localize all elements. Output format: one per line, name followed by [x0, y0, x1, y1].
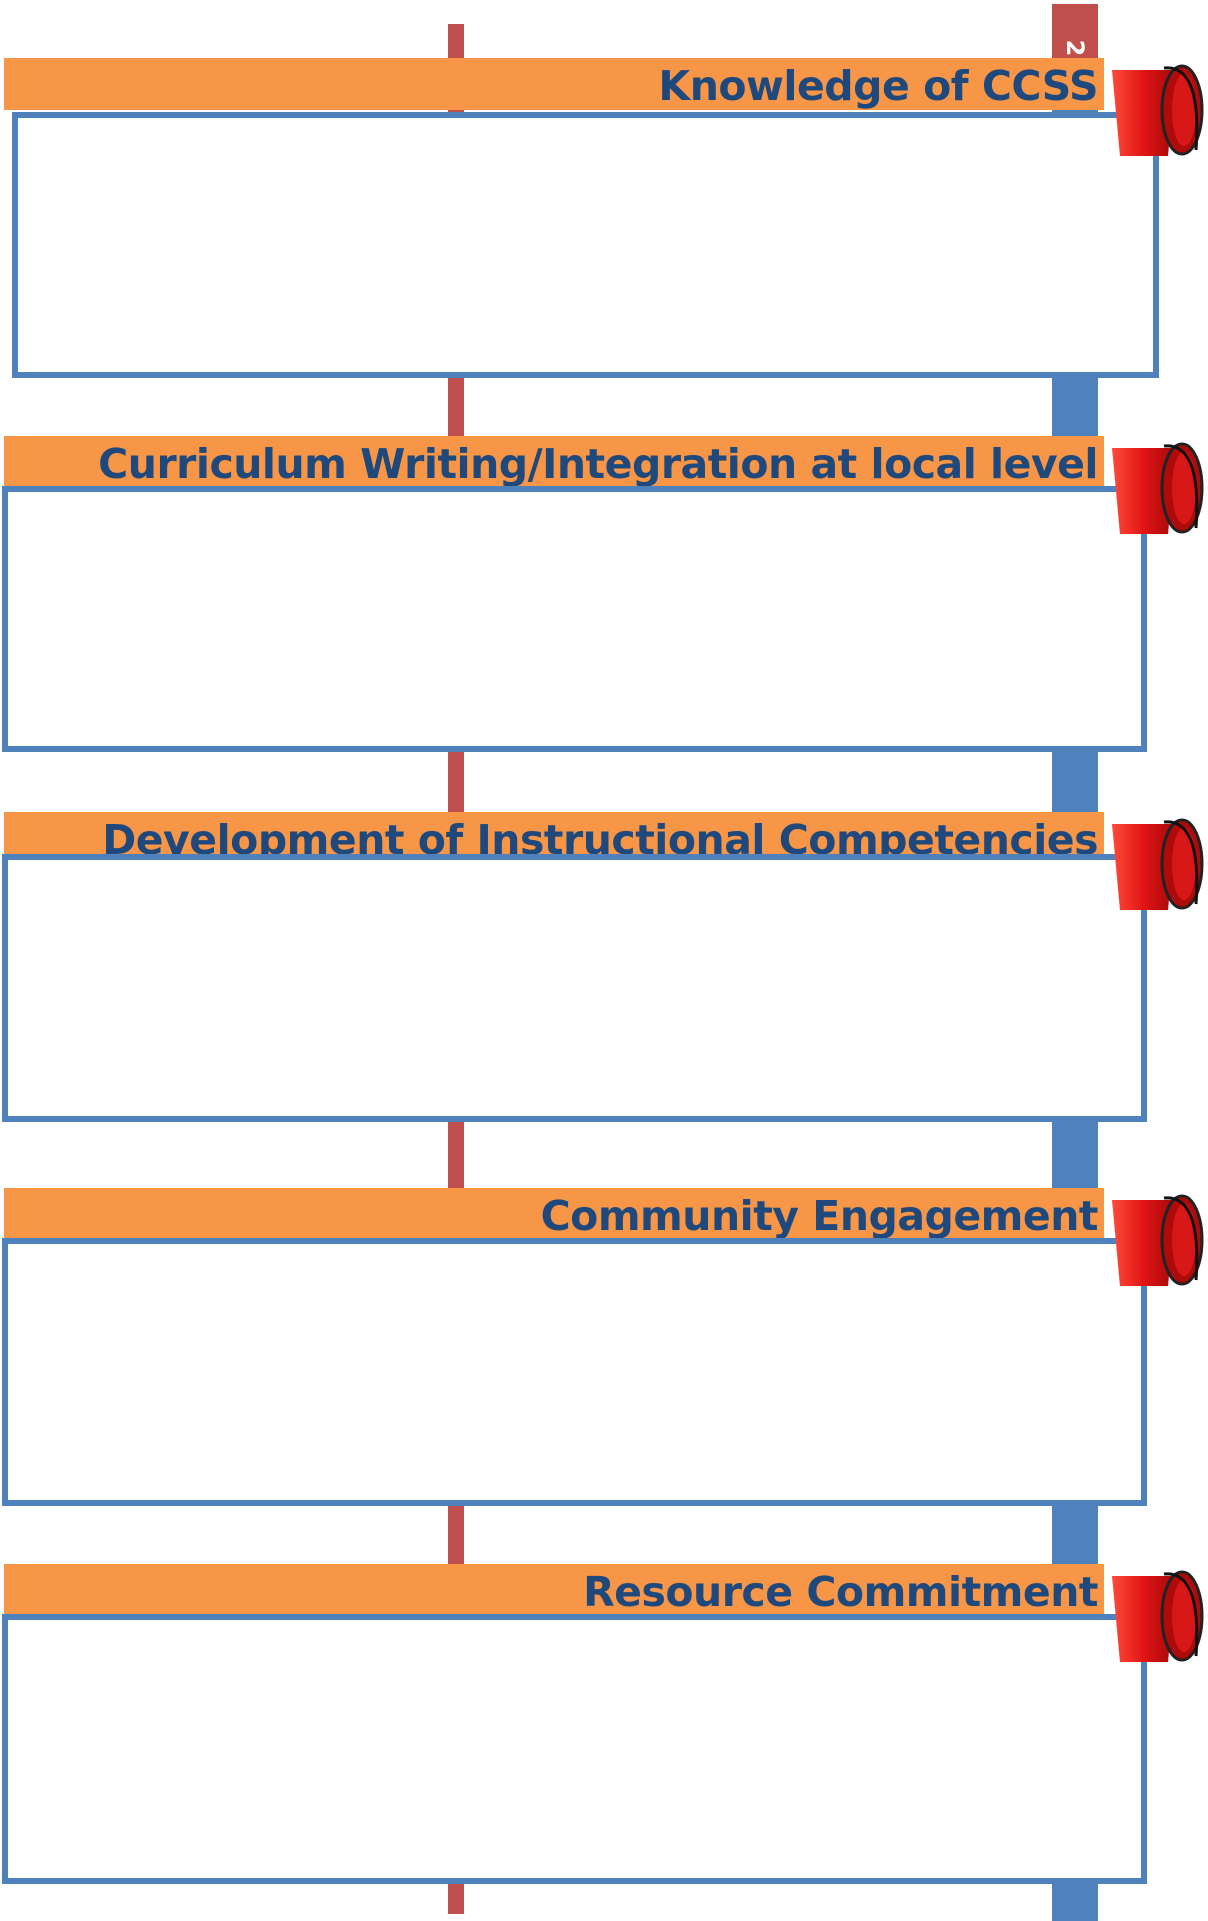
- bucket-icon: [1112, 1194, 1204, 1286]
- section-content-box[interactable]: [2, 1614, 1147, 1884]
- section-title: Knowledge of CCSS: [658, 62, 1098, 110]
- section-content-box[interactable]: [12, 112, 1159, 378]
- section-header-band: Community Engagement: [4, 1188, 1104, 1240]
- bucket-icon: [1112, 64, 1204, 156]
- section-header-band: Curriculum Writing/Integration at local …: [4, 436, 1104, 488]
- page-number-tab: [1052, 4, 1098, 60]
- section-title: Resource Commitment: [583, 1568, 1098, 1616]
- section-title: Curriculum Writing/Integration at local …: [98, 440, 1098, 488]
- section-header-band: Resource Commitment: [4, 1564, 1104, 1616]
- section-content-box[interactable]: [2, 1238, 1147, 1506]
- section-content-box[interactable]: [2, 486, 1147, 752]
- bucket-icon: [1112, 1570, 1204, 1662]
- bucket-icon: [1112, 442, 1204, 534]
- section-title: Community Engagement: [540, 1192, 1099, 1240]
- section-header-band: Knowledge of CCSS: [4, 58, 1104, 110]
- section-content-box[interactable]: [2, 854, 1147, 1122]
- bucket-icon: [1112, 818, 1204, 910]
